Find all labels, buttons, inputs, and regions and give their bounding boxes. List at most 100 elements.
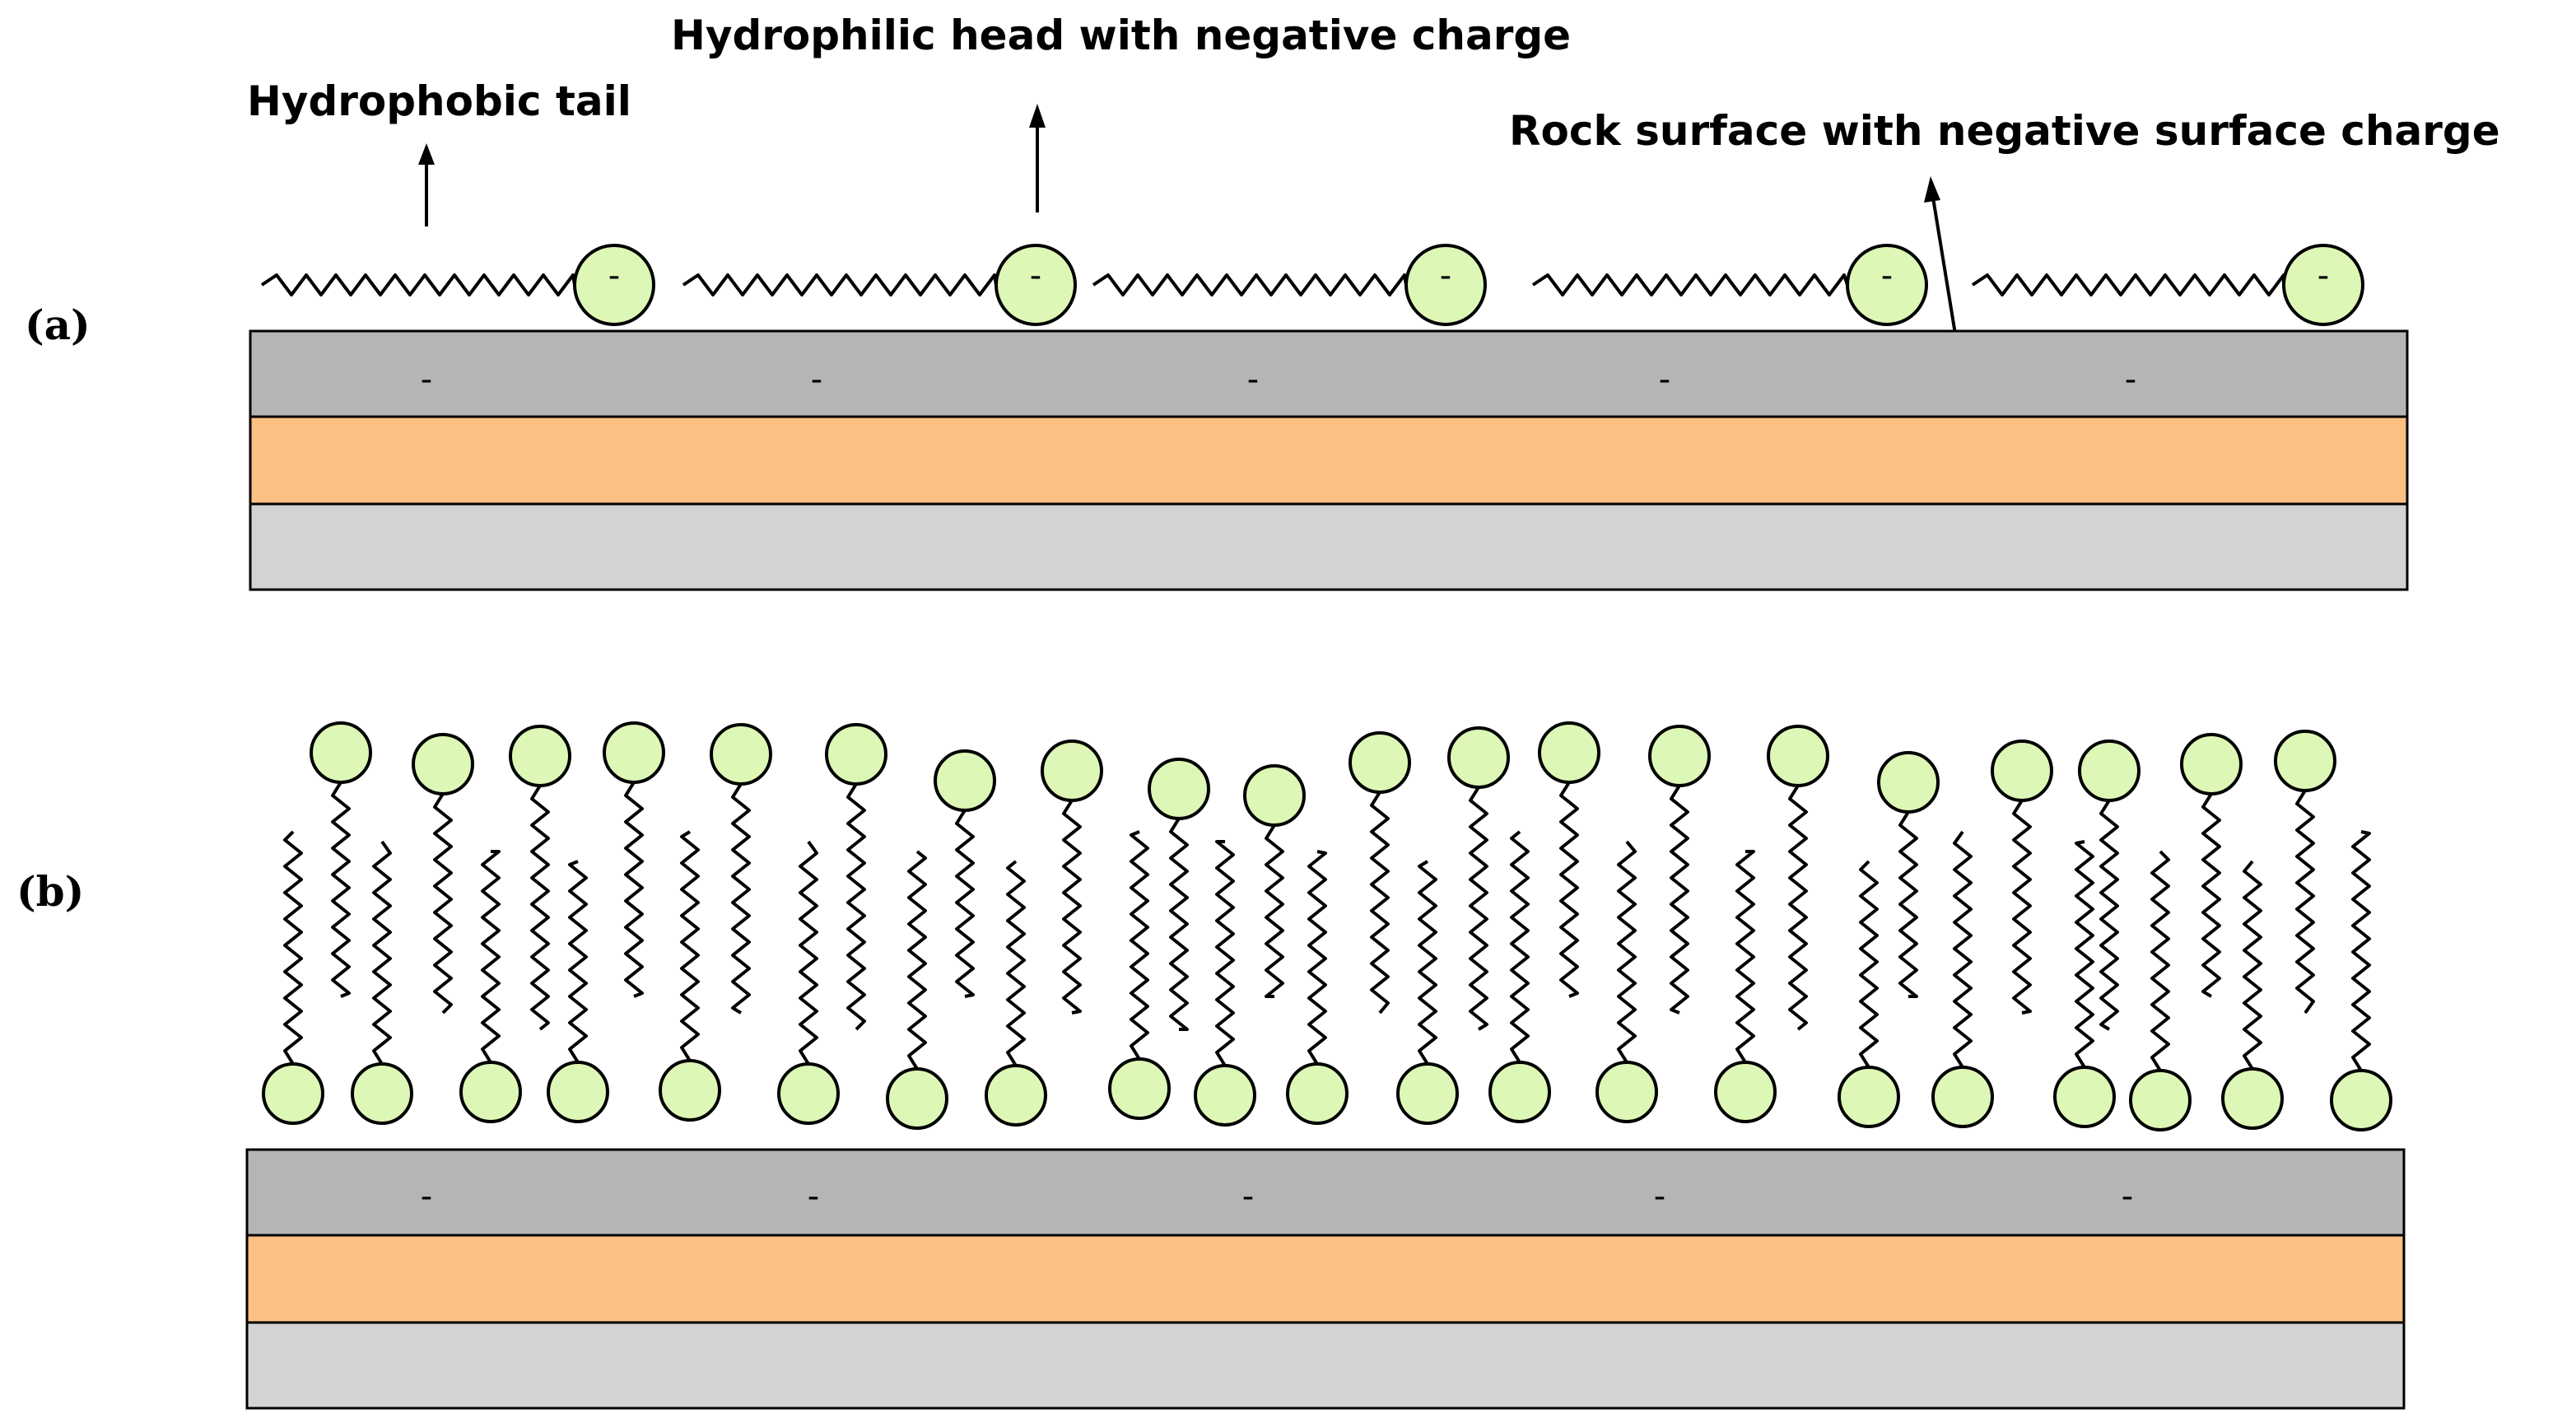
surface-charge: - <box>808 1178 819 1215</box>
hydrophobic-tail <box>1617 840 1637 1064</box>
hydrophilic-head <box>1349 731 1411 794</box>
hydrophilic-head <box>603 721 665 784</box>
surfactant-molecule-icon <box>1041 739 1103 1015</box>
hydrophobic-tail <box>1130 830 1149 1061</box>
hydrophilic-head <box>2274 730 2336 792</box>
panel-label-b: (b) <box>16 867 84 916</box>
surfactant-molecule-icon <box>1488 830 1551 1123</box>
hydrophilic-head <box>825 723 887 786</box>
rock-middle-layer <box>245 1234 2406 1324</box>
arrow-up-icon <box>418 143 435 226</box>
surfactant-molecule-icon <box>1349 731 1411 1015</box>
rock-top-layer <box>245 1148 2406 1237</box>
surfactant-molecule-icon <box>310 721 372 998</box>
surface-charge: - <box>2125 361 2136 399</box>
arrow-up-icon <box>1924 176 1959 350</box>
surface-charge: - <box>421 361 432 399</box>
surfactant-molecule-icon <box>509 725 571 1031</box>
hydrophilic-head <box>2180 733 2243 795</box>
hydrophobic-tail <box>1418 860 1437 1066</box>
surfactant-layer-a: ----- <box>260 244 2364 326</box>
surface-charge: - <box>2122 1178 2133 1215</box>
hydrophobic-tail <box>2243 860 2262 1071</box>
head-charge: - <box>1440 257 1451 295</box>
surfactant-molecule-icon <box>1714 850 1777 1123</box>
hydrophilic-head <box>1404 244 1487 326</box>
rock-bottom-layer <box>245 1321 2406 1410</box>
surfactant-molecule-icon <box>659 830 721 1122</box>
hydrophobic-tail <box>481 850 501 1064</box>
hydrophobic-tail <box>624 781 644 998</box>
hydrophilic-head <box>985 1064 1047 1127</box>
surfactant-molecule-icon <box>1194 840 1256 1127</box>
hydrophilic-head <box>1595 1061 1658 1123</box>
hydrophilic-head-label: Hydrophilic head with negative charge <box>671 12 1571 59</box>
surfactant-molecule-icon <box>459 850 522 1123</box>
surfactant-molecule-icon <box>777 840 840 1125</box>
hydrophilic-head <box>1714 1061 1777 1123</box>
hydrophobic-tail <box>846 782 866 1031</box>
hydrophilic-head <box>547 1061 609 1123</box>
hydrophilic-head <box>886 1067 948 1130</box>
surfactant-molecule-icon <box>1648 725 1711 1015</box>
surfactant-molecule-icon <box>825 723 887 1031</box>
hydrophobic-tail <box>955 809 975 998</box>
hydrophobic-tail <box>1859 860 1879 1069</box>
surfactant-molecule-icon <box>1595 840 1658 1123</box>
hydrophilic-head <box>1396 1062 1459 1125</box>
hydrophilic-head <box>1243 764 1306 827</box>
hydrophobic-tail <box>1307 850 1327 1066</box>
surface-charge: - <box>1247 361 1259 399</box>
rock-bottom-layer <box>249 502 2409 591</box>
hydrophilic-head <box>310 721 372 784</box>
surfactant-molecule-icon <box>2180 733 2243 998</box>
hydrophilic-head <box>573 244 655 326</box>
surface-charge: - <box>1654 1178 1665 1215</box>
surfactant-molecule-icon: - <box>1971 244 2364 326</box>
surfactant-molecule-icon <box>2274 730 2336 1015</box>
surfactant-molecule-icon <box>2078 739 2140 1031</box>
hydrophobic-tail <box>2150 850 2170 1072</box>
surfactant-molecule-icon <box>1447 726 1510 1031</box>
surfactant-molecule-icon: - <box>1092 244 1487 326</box>
rock-top-layer <box>249 329 2409 418</box>
hydrophobic-tail <box>1531 273 1849 296</box>
hydrophilic-head <box>777 1062 840 1125</box>
surfactant-molecule-icon <box>1991 739 2053 1015</box>
hydrophobic-tail <box>1169 817 1189 1031</box>
surfactant-molecule-icon <box>1838 860 1900 1128</box>
surfactant-molecule-icon <box>886 850 948 1130</box>
hydrophobic-tail <box>260 273 576 296</box>
surfactant-molecule-icon <box>1243 764 1306 998</box>
surfactant-molecule-icon: - <box>1531 244 1928 326</box>
head-charge: - <box>2317 257 2329 295</box>
hydrophilic-head <box>509 725 571 787</box>
hydrophilic-head <box>1846 244 1928 326</box>
hydrophilic-head <box>1447 726 1510 789</box>
hydrophilic-head <box>2078 739 2140 802</box>
hydrophilic-head <box>1488 1061 1551 1123</box>
hydrophilic-head <box>412 733 474 795</box>
hydrophilic-head <box>459 1061 522 1123</box>
surfactant-molecule-icon <box>2221 860 2284 1130</box>
surface-charge: - <box>1242 1178 1254 1215</box>
hydrophilic-head <box>351 1062 413 1125</box>
hydrophilic-head <box>659 1059 721 1122</box>
surfactant-molecule-icon <box>262 830 324 1125</box>
surfactant-molecule-icon <box>2053 840 2116 1128</box>
surfactant-molecule-icon <box>547 860 609 1123</box>
hydrophobic-tail <box>2295 789 2315 1015</box>
head-charge: - <box>1881 257 1893 295</box>
hydrophilic-head <box>262 1062 324 1125</box>
hydrophobic-tail <box>1788 784 1808 1031</box>
rock-layers-b <box>245 1148 2406 1410</box>
hydrophilic-head <box>2282 244 2364 326</box>
head-charge: - <box>1030 257 1041 295</box>
hydrophobic-tail <box>1215 840 1235 1067</box>
hydrophobic-tail <box>1559 781 1579 998</box>
surface-charge: - <box>421 1178 432 1215</box>
hydrophobic-tail <box>372 840 392 1066</box>
hydrophilic-head <box>2330 1069 2392 1131</box>
hydrophilic-head <box>1041 739 1103 802</box>
surfactant-molecule-icon <box>351 840 413 1125</box>
